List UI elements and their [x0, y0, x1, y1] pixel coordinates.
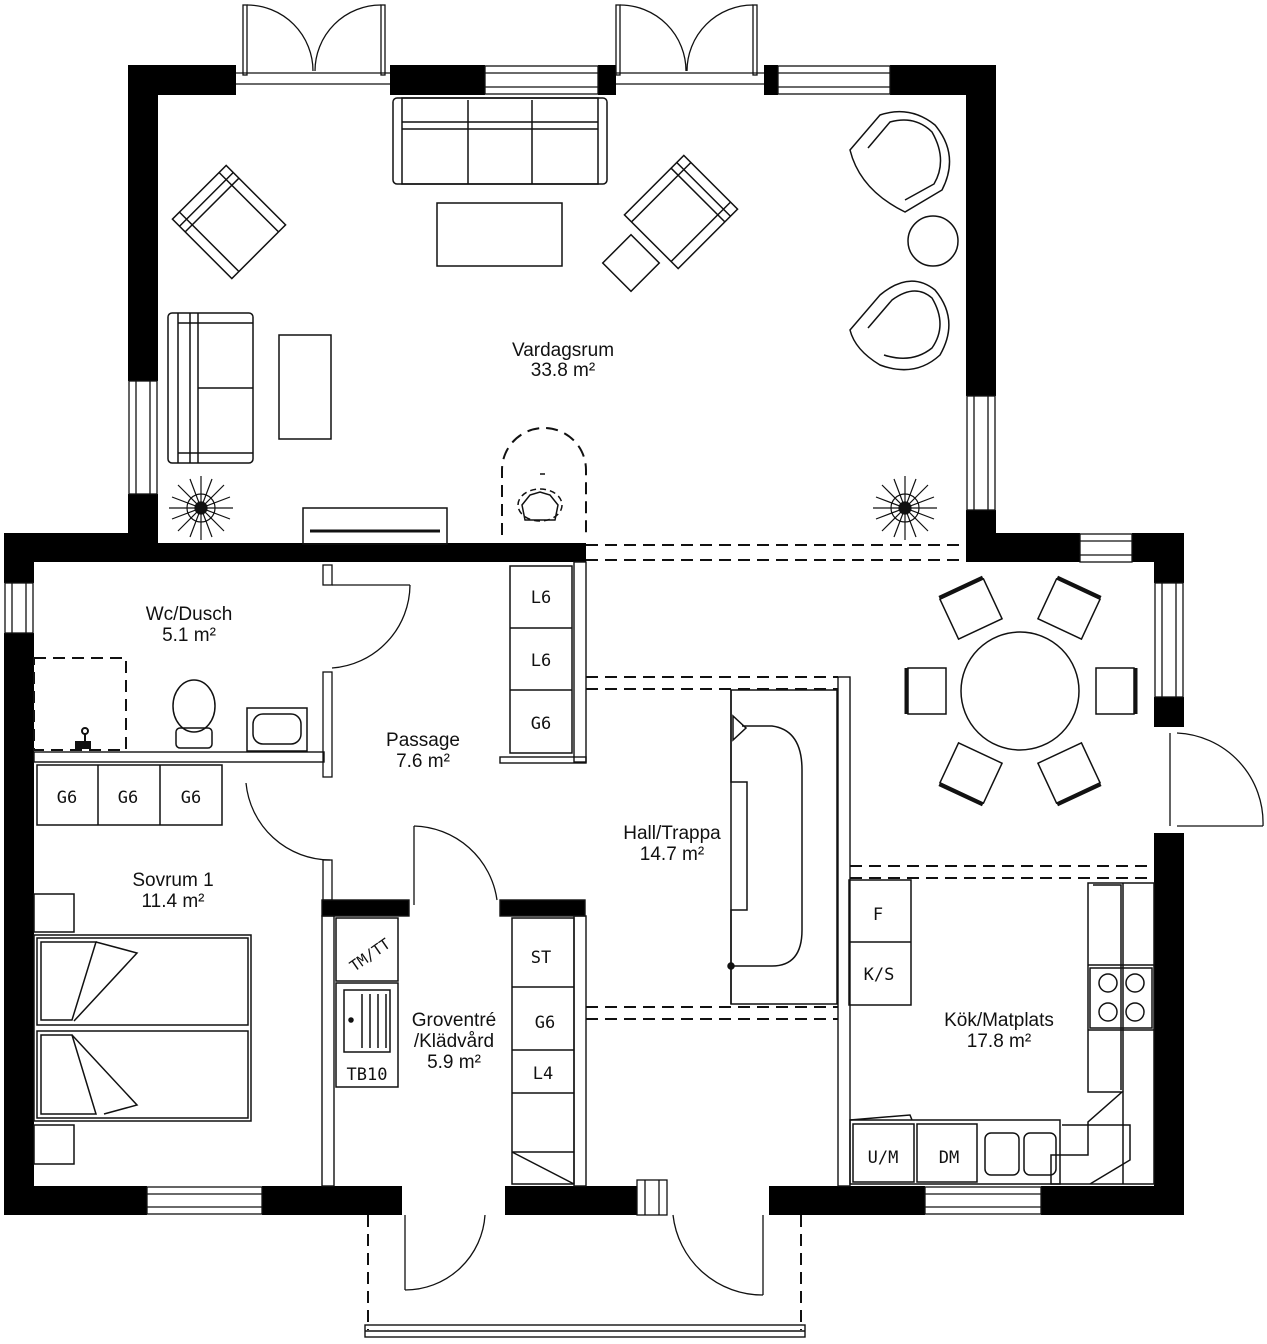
svg-text:Passage: Passage	[386, 730, 460, 751]
fridge-label: F	[873, 905, 883, 925]
dishwasher-label: DM	[939, 1148, 959, 1168]
cabinet-label: ST	[531, 948, 551, 968]
plant-left	[169, 476, 233, 540]
coffee-table-left	[278, 334, 332, 440]
side-table-round	[907, 215, 959, 267]
stove-fireplace	[517, 473, 563, 522]
washer-dryer-label: TM/TT	[346, 935, 393, 976]
sofa-left	[167, 312, 254, 464]
footstool	[601, 233, 661, 293]
room-label-groventre: Groventré /Klädvård 5.9 m²	[412, 1010, 496, 1073]
shower-mixer	[75, 727, 91, 749]
double-bed	[33, 934, 252, 1122]
groventre-cabinets	[511, 917, 575, 1185]
room-label-sovrum: Sovrum 1 11.4 m²	[132, 870, 213, 912]
cooktop	[1089, 967, 1153, 1029]
plant-right	[873, 476, 937, 540]
cabinet-label: L6	[531, 651, 551, 671]
room-label-vardagsrum: Vardagsrum 33.8 m²	[512, 340, 614, 381]
wardrobe-label: G6	[181, 788, 201, 808]
tv-bench	[302, 507, 448, 545]
windows	[4, 65, 1184, 1216]
kitchen-counter	[1050, 882, 1155, 1185]
wardrobe-label: G6	[118, 788, 138, 808]
svg-text:Kök/Matplats: Kök/Matplats	[944, 1010, 1054, 1031]
sofa-top	[392, 97, 608, 185]
svg-text:7.6 m²: 7.6 m²	[396, 751, 450, 772]
dashed-outlines	[33, 427, 1154, 1330]
svg-text:Vardagsrum: Vardagsrum	[512, 340, 614, 361]
nightstand-bottom	[33, 1124, 75, 1165]
freezer-label: K/S	[864, 965, 895, 985]
drying-cabinet-label: TB10	[347, 1065, 388, 1085]
armchair-left	[171, 164, 287, 280]
toilet	[172, 679, 216, 749]
armchair-middle	[623, 154, 739, 270]
dining-chairs	[904, 575, 1138, 807]
staircase	[727, 689, 838, 1005]
passage-cabinets	[509, 565, 573, 754]
nightstand-top	[33, 893, 75, 933]
coffee-table-top	[436, 202, 563, 267]
cabinet-label: G6	[531, 714, 551, 734]
laundry-units	[335, 917, 399, 1088]
doors	[236, 4, 1264, 1296]
svg-text:11.4 m²: 11.4 m²	[141, 891, 204, 912]
wardrobes-sovrum	[36, 764, 223, 826]
dining-table	[960, 631, 1080, 751]
cabinet-label: L6	[531, 588, 551, 608]
svg-text:17.8 m²: 17.8 m²	[967, 1031, 1031, 1052]
exterior-walls	[4, 65, 1184, 1215]
svg-text:Wc/Dusch: Wc/Dusch	[146, 604, 233, 625]
room-label-kok: Kök/Matplats 17.8 m²	[944, 1010, 1054, 1052]
cabinet-label: G6	[535, 1013, 555, 1033]
svg-text:5.9 m²: 5.9 m²	[427, 1052, 481, 1073]
sink	[984, 1132, 1057, 1176]
wardrobe-label: G6	[57, 788, 77, 808]
lounge-chair-bottom	[849, 280, 950, 371]
svg-text:14.7 m²: 14.7 m²	[640, 844, 704, 865]
svg-text:/Klädvård: /Klädvård	[414, 1031, 494, 1052]
interior-walls	[33, 561, 851, 1338]
room-label-hall: Hall/Trappa 14.7 m²	[623, 823, 721, 865]
room-label-wc: Wc/Dusch 5.1 m²	[146, 604, 233, 646]
fridge-freezer	[848, 879, 912, 1006]
svg-text:Hall/Trappa: Hall/Trappa	[623, 823, 721, 844]
cabinet-label: L4	[533, 1064, 553, 1084]
room-label-passage: Passage 7.6 m²	[386, 730, 460, 772]
lounge-chair-top	[849, 110, 951, 213]
washbasin	[246, 707, 308, 752]
oven-label: U/M	[868, 1148, 899, 1168]
svg-text:33.8 m²: 33.8 m²	[531, 360, 595, 381]
svg-text:5.1 m²: 5.1 m²	[162, 625, 216, 646]
svg-text:Sovrum 1: Sovrum 1	[132, 870, 213, 891]
svg-text:Groventré: Groventré	[412, 1010, 496, 1031]
lower-counter	[849, 1114, 1061, 1185]
